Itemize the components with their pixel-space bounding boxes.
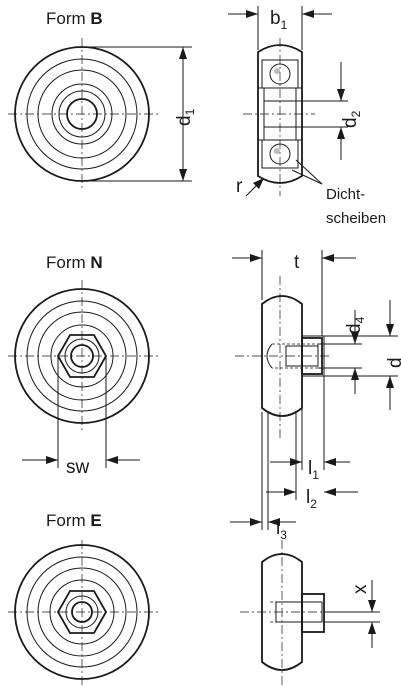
svg-text:Dicht-: Dicht- bbox=[326, 186, 365, 203]
dimension-x: x bbox=[324, 580, 380, 648]
form-e-front-view bbox=[8, 540, 160, 686]
svg-text:l2: l2 bbox=[306, 487, 317, 511]
svg-text:l1: l1 bbox=[308, 458, 319, 482]
svg-text:l3: l3 bbox=[276, 518, 287, 542]
seal-callout: Dicht- scheiben bbox=[291, 159, 386, 227]
form-b-section-view bbox=[243, 38, 315, 196]
dimension-d2: d2 bbox=[296, 62, 363, 160]
dimension-d: d bbox=[324, 300, 401, 410]
dimension-sw: sw bbox=[22, 356, 140, 478]
dimension-r: r bbox=[236, 176, 264, 197]
form-b-title: Form B bbox=[46, 9, 103, 28]
svg-text:x: x bbox=[350, 584, 371, 594]
svg-text:d4: d4 bbox=[344, 316, 367, 334]
svg-text:t: t bbox=[294, 252, 300, 273]
dimension-t: t bbox=[232, 250, 356, 336]
svg-text:sw: sw bbox=[66, 457, 90, 478]
svg-text:d1: d1 bbox=[174, 108, 197, 126]
form-n-front-view bbox=[8, 280, 160, 432]
form-n-title: Form N bbox=[46, 253, 103, 272]
dimension-l2: l2 bbox=[266, 412, 358, 511]
dimension-b1: b1 bbox=[228, 6, 332, 50]
dimension-d4: d4 bbox=[318, 310, 367, 394]
svg-text:d2: d2 bbox=[340, 110, 363, 128]
form-n-side-view bbox=[235, 276, 330, 440]
form-e-title: Form E bbox=[46, 511, 102, 530]
svg-text:r: r bbox=[236, 176, 243, 197]
form-e-side-view bbox=[240, 540, 380, 686]
dimension-l3: l3 bbox=[230, 412, 296, 542]
svg-text:d: d bbox=[385, 357, 401, 368]
form-b-front-view bbox=[8, 38, 160, 190]
dimension-l1: l1 bbox=[270, 376, 350, 482]
svg-text:scheiben: scheiben bbox=[326, 210, 386, 227]
dimension-d1: d1 bbox=[82, 46, 197, 182]
svg-text:b1: b1 bbox=[270, 8, 288, 32]
